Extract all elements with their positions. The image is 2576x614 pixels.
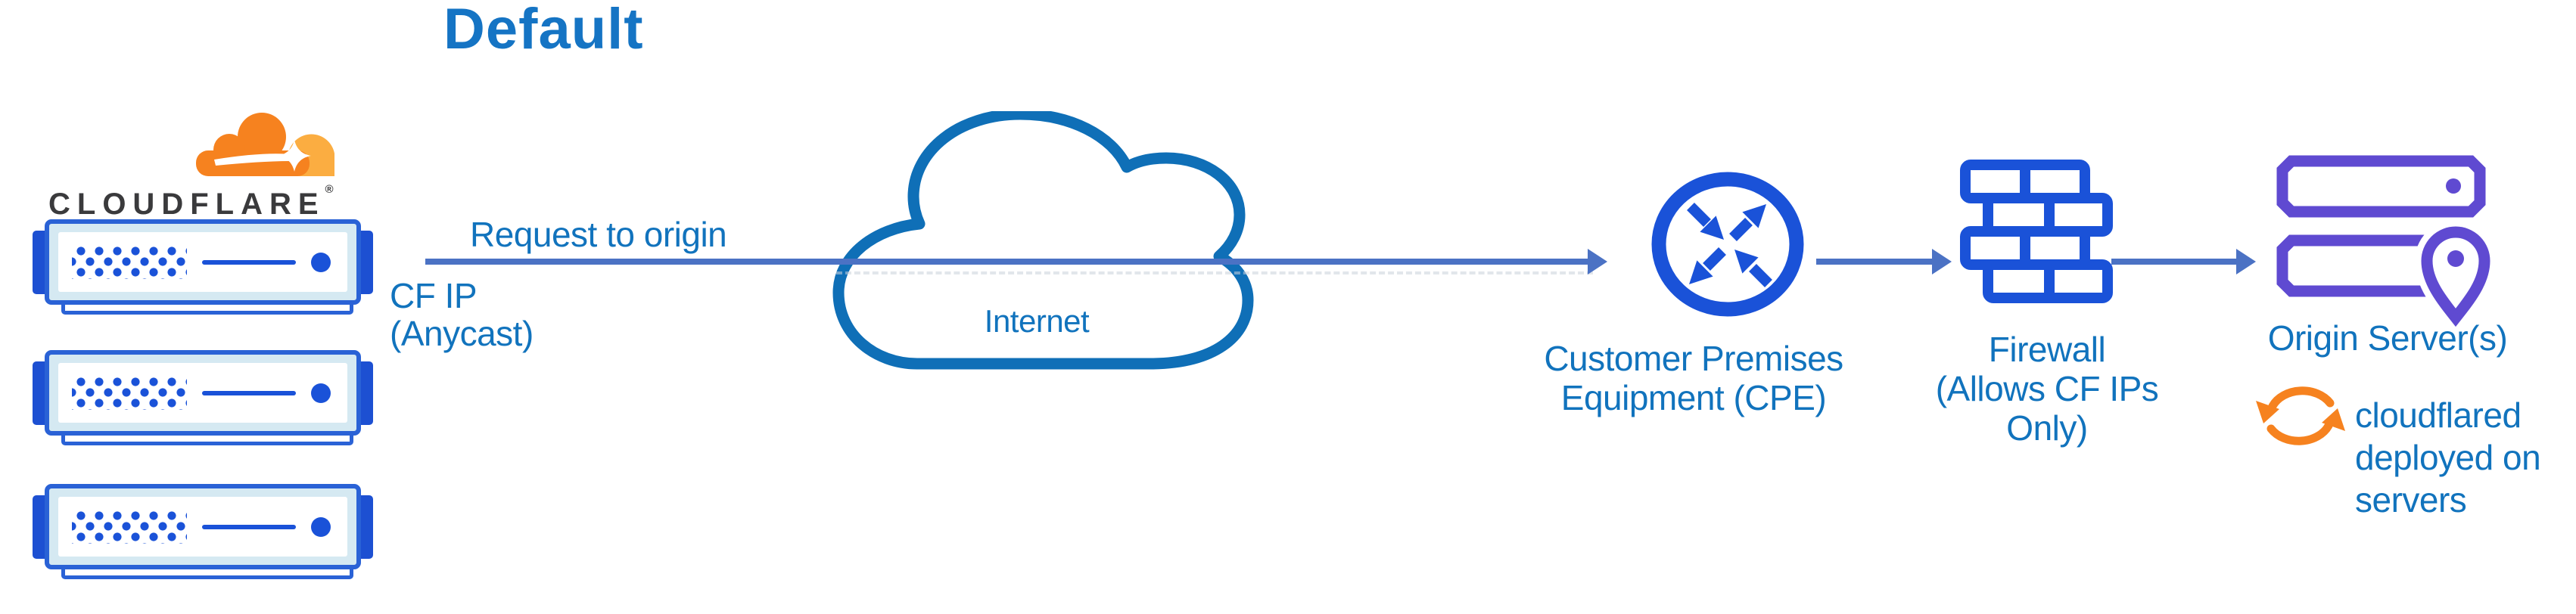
server-slot-line — [202, 390, 296, 395]
edge-server-icon — [33, 219, 373, 319]
edge-server-icon — [33, 484, 373, 584]
server-body — [45, 484, 361, 569]
server-vent-dots — [72, 245, 187, 279]
server-panel — [58, 232, 347, 292]
server-panel — [58, 363, 347, 423]
registered-mark: ® — [325, 183, 334, 196]
anycast-line: (Anycast) — [390, 314, 534, 353]
origin-label: Origin Server(s) — [2267, 318, 2508, 358]
cloudflared-line1: cloudflared — [2355, 395, 2522, 435]
firewall-label-line1: Firewall — [1988, 330, 2106, 369]
cpe-label-line2: Equipment (CPE) — [1560, 378, 1827, 417]
arrowhead-icon — [1932, 249, 1952, 274]
server-slot-line — [202, 259, 296, 265]
request-to-origin-label: Request to origin — [470, 215, 727, 254]
server-body — [45, 350, 361, 436]
dashed-line-artifact — [836, 271, 1593, 274]
cloudflare-logo-icon — [196, 113, 334, 176]
server-power-dot — [311, 383, 331, 403]
wordmark-text: CLOUDFLARE — [48, 188, 325, 221]
arrowhead-icon — [2236, 249, 2256, 274]
cf-ip-anycast-label: CF IP (Anycast) — [390, 277, 534, 352]
brick-wall-icon — [1960, 160, 2113, 303]
internet-label: Internet — [984, 303, 1090, 339]
flow-line-cpe-to-firewall — [1816, 259, 1932, 265]
firewall-label: Firewall (Allows CF IPs Only) — [1896, 330, 2198, 448]
diagram-title: Default — [443, 0, 644, 61]
server-vent-dots — [72, 510, 187, 544]
server-body — [45, 219, 361, 305]
server-power-dot — [311, 252, 331, 272]
cloudflared-line2: deployed on — [2355, 438, 2541, 477]
arrowhead-icon — [1588, 249, 1607, 274]
firewall-label-line2: (Allows CF IPs Only) — [1935, 369, 2159, 448]
server-slot-line — [202, 524, 296, 529]
flow-line-firewall-to-origin — [2111, 259, 2236, 265]
cpe-label-line1: Customer Premises — [1544, 339, 1843, 378]
server-vent-dots — [72, 376, 187, 410]
server-power-dot — [311, 516, 331, 537]
cf-ip-line: CF IP — [390, 276, 478, 315]
server-location-icon — [2276, 155, 2497, 329]
cloudflared-line3: servers — [2355, 480, 2467, 519]
cpe-label: Customer Premises Equipment (CPE) — [1542, 339, 1845, 417]
sync-icon — [2256, 386, 2345, 445]
flow-line-cf-to-cpe — [425, 259, 1588, 265]
cloudflared-annotation: cloudflared deployed on servers — [2355, 394, 2541, 521]
cloudflare-wordmark: CLOUDFLARE® — [48, 183, 334, 222]
router-icon — [1651, 172, 1804, 317]
server-panel — [58, 497, 347, 557]
edge-server-icon — [33, 350, 373, 450]
